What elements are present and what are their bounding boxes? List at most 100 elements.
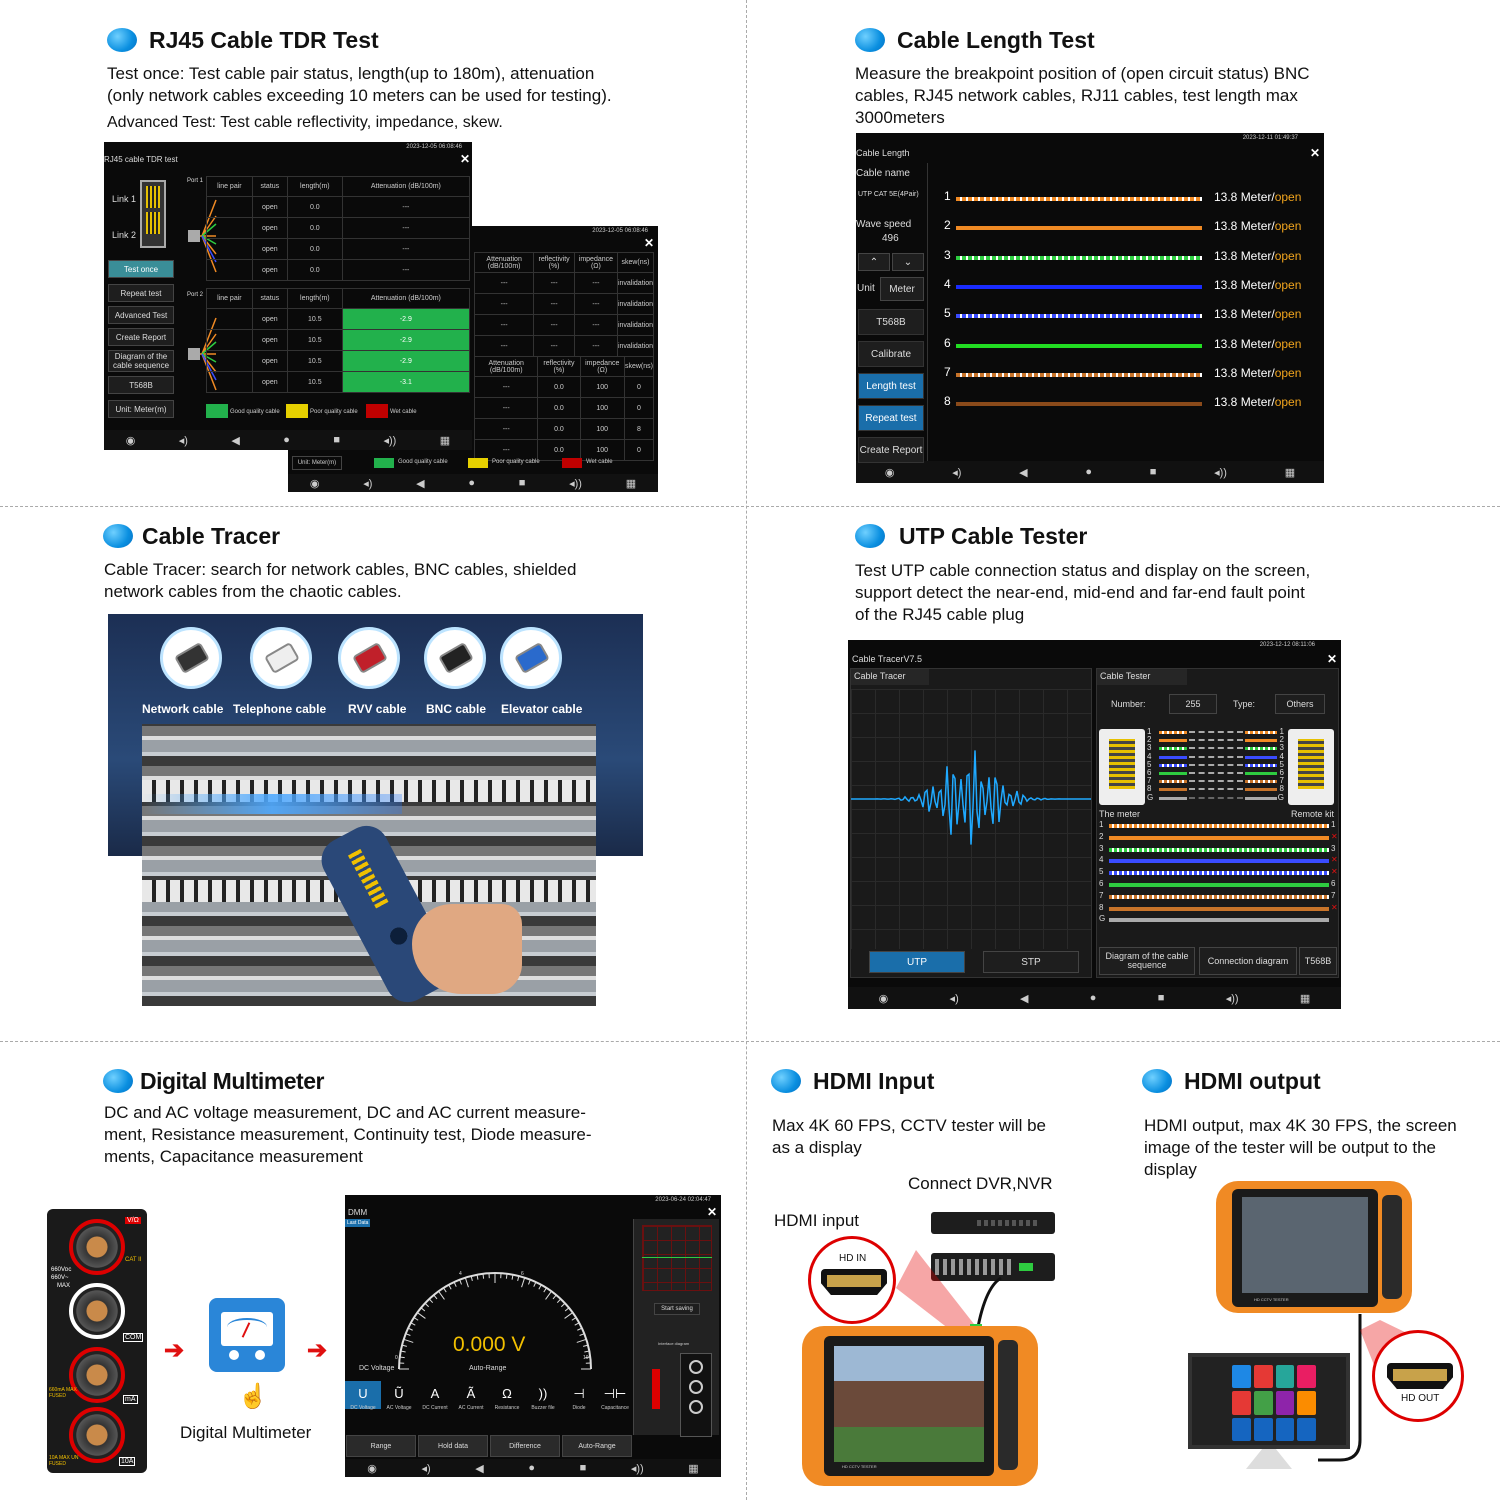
wire-number: 6 (944, 335, 951, 350)
utp-button[interactable]: UTP (869, 951, 965, 973)
length-btn-3[interactable]: Repeat test (858, 405, 924, 431)
back-icon[interactable]: ◀ (231, 434, 240, 447)
tdr-btn-0[interactable]: Test once (108, 260, 174, 278)
com-jack[interactable] (69, 1283, 125, 1339)
recent-icon[interactable]: ■ (579, 1462, 587, 1474)
back-icon[interactable]: ◀ (1020, 992, 1029, 1005)
diagram-button[interactable]: Diagram of the cable sequence (1099, 947, 1195, 975)
unit-select[interactable]: Meter (880, 277, 924, 301)
recent-icon[interactable]: ■ (518, 477, 526, 489)
tdr-btn-4[interactable]: Diagram of the cable sequence (108, 350, 174, 372)
volume-down-icon[interactable]: ◂) (363, 477, 373, 490)
length-btn-4[interactable]: Create Report (858, 437, 924, 463)
grid-icon[interactable]: ▦ (625, 477, 637, 490)
dmm-key-4[interactable]: Ω (502, 1386, 512, 1401)
dvr-device (931, 1212, 1055, 1234)
back-icon[interactable]: ◀ (1019, 466, 1028, 479)
wire-bar (956, 255, 1202, 260)
cable-type-icon-1[interactable] (250, 627, 312, 689)
length-btn-0[interactable]: T568B (858, 309, 924, 335)
dmm-key-2[interactable]: A (430, 1386, 440, 1401)
length-btn-2[interactable]: Length test (858, 373, 924, 399)
close-icon[interactable]: ✕ (706, 1205, 717, 1219)
grid-icon[interactable]: ▦ (1284, 466, 1296, 479)
chevron-up-icon[interactable]: ⌃ (858, 253, 890, 271)
volume-up-icon[interactable]: ◂)) (1225, 992, 1239, 1005)
volume-up-icon[interactable]: ◂)) (630, 1462, 644, 1475)
close-icon[interactable]: ✕ (1326, 652, 1337, 666)
tdr-btn-5[interactable]: T568B (108, 376, 174, 394)
tdr-btn-3[interactable]: Create Report (108, 328, 174, 346)
cable-type-icon-4[interactable] (500, 627, 562, 689)
home-icon[interactable]: ● (1085, 466, 1092, 478)
multimeter-app-icon[interactable] (209, 1298, 285, 1372)
close-icon[interactable]: ✕ (643, 236, 654, 250)
volume-up-icon[interactable]: ◂)) (1214, 466, 1227, 479)
tdr-btn-6[interactable]: Unit: Meter(m) (108, 400, 174, 418)
type-field[interactable]: Others (1275, 694, 1325, 714)
recent-icon[interactable]: ■ (1149, 466, 1157, 478)
meter-jack-panel: V/Ω CAT II 660Vᴅᴄ 660V~ MAX COM 660mA MA… (47, 1209, 147, 1473)
grid-icon[interactable]: ▦ (1299, 992, 1311, 1005)
close-icon: ✕ (1331, 902, 1338, 912)
volume-up-icon[interactable]: ◂)) (569, 477, 582, 490)
dmm-bottom-btn-3[interactable]: Auto-Range (562, 1435, 632, 1457)
dmm-bottom-btn-1[interactable]: Hold data (418, 1435, 488, 1457)
cable-type-icon-3[interactable] (424, 627, 486, 689)
dmm-key-6[interactable]: ⊣ (573, 1386, 585, 1401)
camera-icon[interactable]: ◉ (878, 992, 889, 1005)
recent-icon[interactable]: ■ (333, 434, 341, 446)
unit-button[interactable]: Unit: Meter(m) (292, 456, 342, 470)
back-icon[interactable]: ◀ (416, 477, 425, 490)
dmm-bottom-btn-2[interactable]: Difference (490, 1435, 560, 1457)
dmm-screen: 2023-06-24 02:04:47 DMM ✕ Last Data 0 4 … (345, 1195, 721, 1477)
volume-down-icon[interactable]: ◂) (421, 1462, 431, 1475)
dmm-key-0[interactable]: U (345, 1381, 381, 1409)
camera-icon[interactable]: ◉ (309, 477, 320, 490)
t568b-button[interactable]: T568B (1299, 947, 1337, 975)
home-icon[interactable]: ● (468, 477, 475, 489)
dmm-key-1[interactable]: Ũ (394, 1386, 404, 1401)
number-field[interactable]: 255 (1169, 694, 1217, 714)
grid-icon[interactable]: ▦ (688, 1462, 699, 1475)
grid-icon[interactable]: ▦ (439, 434, 451, 447)
recent-icon[interactable]: ■ (1157, 992, 1165, 1004)
home-icon[interactable]: ● (1089, 992, 1097, 1004)
dmm-key-3[interactable]: Ã (466, 1386, 476, 1401)
cctv-tester-device-input: HD CCTV TESTER (802, 1326, 1038, 1486)
length-btn-1[interactable]: Calibrate (858, 341, 924, 367)
dmm-bottom-btn-0[interactable]: Range (346, 1435, 416, 1457)
dmm-key-7[interactable]: ⊣⊢ (603, 1386, 627, 1401)
vohm-jack[interactable] (69, 1219, 125, 1275)
camera-icon[interactable]: ◉ (884, 466, 895, 479)
dmm-key-5[interactable]: )) (538, 1386, 548, 1401)
camera-icon[interactable]: ◉ (367, 1462, 377, 1475)
close-icon[interactable]: ✕ (459, 152, 470, 166)
10a-jack[interactable] (69, 1407, 125, 1463)
start-saving-button[interactable]: Start saving (654, 1303, 700, 1315)
cable-name-value[interactable]: UTP CAT 5E(4Pair) (858, 191, 919, 198)
chevron-down-icon[interactable]: ⌄ (892, 253, 924, 271)
table-row: ---------invalidation (473, 335, 655, 357)
cable-type-icon-0[interactable] (160, 627, 222, 689)
close-icon[interactable]: ✕ (1309, 146, 1320, 160)
tdr-btn-2[interactable]: Advanced Test (108, 306, 174, 324)
bullet-icon (1142, 1069, 1172, 1093)
connection-diagram-button[interactable]: Connection diagram (1199, 947, 1297, 975)
stp-button[interactable]: STP (983, 951, 1079, 973)
home-icon[interactable]: ● (528, 1462, 535, 1474)
back-icon[interactable]: ◀ (475, 1462, 484, 1475)
volume-down-icon[interactable]: ◂) (952, 466, 962, 479)
volume-down-icon[interactable]: ◂) (178, 434, 188, 447)
cable-type-icon-2[interactable] (338, 627, 400, 689)
tester-panel: Cable Tester Number: 255 Type: Others Th… (1096, 668, 1339, 978)
home-icon[interactable]: ● (283, 434, 290, 446)
tdr-btn-1[interactable]: Repeat test (108, 284, 174, 302)
ma-jack[interactable] (69, 1347, 125, 1403)
volume-down-icon[interactable]: ◂) (949, 992, 959, 1005)
volume-up-icon[interactable]: ◂)) (383, 434, 397, 447)
camera-icon[interactable]: ◉ (125, 434, 136, 447)
